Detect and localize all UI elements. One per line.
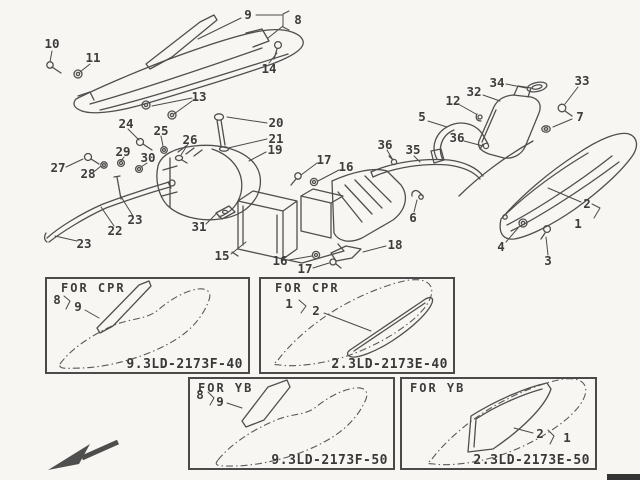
callout-14: 14	[261, 60, 277, 76]
callout-9: 9	[216, 393, 224, 409]
callout-25: 25	[153, 122, 169, 138]
callout-28: 28	[80, 165, 96, 181]
inset-box-cpr-trim: FOR CPR 2.3LD-2173E-40	[259, 277, 455, 374]
seat-cowl-drawing	[74, 29, 303, 113]
callout-35: 35	[405, 141, 421, 157]
callout-36: 36	[449, 129, 465, 145]
callout-16: 16	[338, 158, 354, 174]
callout-3: 3	[544, 252, 552, 268]
side-cover-drawing	[459, 133, 636, 239]
breather-hose-drawing	[45, 176, 175, 242]
front-direction-arrow-icon	[48, 442, 118, 470]
inset-box-yb-cover: FOR YB 9.3LD-2173F-50	[188, 377, 395, 470]
leader-lines	[50, 11, 600, 444]
inset-title: FOR CPR	[275, 281, 340, 295]
callout-20: 20	[268, 114, 284, 130]
callout-1: 1	[563, 429, 571, 445]
callout-26: 26	[182, 131, 198, 147]
fuel-tank-drawing	[157, 114, 261, 220]
callout-2: 2	[312, 302, 320, 318]
inset-cpr-cover-drawing	[60, 281, 210, 368]
callout-8: 8	[53, 291, 61, 307]
callout-18: 18	[387, 236, 403, 252]
callout-30: 30	[140, 149, 156, 165]
emblem-drawing	[146, 15, 217, 69]
callout-8: 8	[196, 386, 204, 402]
callout-31: 31	[191, 218, 207, 234]
callout-21: 21	[268, 130, 284, 146]
callout-34: 34	[489, 74, 505, 90]
inset-yb-trim-drawing	[428, 379, 586, 465]
callout-13: 13	[191, 88, 207, 104]
callout-19: 19	[267, 141, 283, 157]
hose-drawing	[371, 123, 488, 179]
callout-17: 17	[316, 151, 332, 167]
inset-part-number: 9.3LD-2173F-50	[271, 453, 388, 468]
callout-32: 32	[466, 83, 482, 99]
callout-17: 17	[297, 260, 313, 276]
callout-23: 23	[76, 235, 92, 251]
inset-yb-cover-drawing	[216, 380, 367, 466]
inset-box-cpr-cover: FOR CPR 9.3LD-2173F-40	[45, 277, 250, 374]
callout-22: 22	[107, 222, 123, 238]
callout-16: 16	[272, 252, 288, 268]
inset-part-number: 2.3LD-2173E-40	[331, 357, 448, 372]
callout-7: 7	[576, 108, 584, 124]
inset-part-number: 2.3LD-2173E-50	[473, 453, 590, 468]
callout-9: 9	[74, 298, 82, 314]
callout-12: 12	[445, 92, 461, 108]
callout-29: 29	[115, 143, 131, 159]
callout-24: 24	[118, 115, 134, 131]
callout-9: 9	[244, 6, 252, 22]
callout-27: 27	[50, 159, 66, 175]
callout-2: 2	[536, 425, 544, 441]
inset-box-yb-trim: FOR YB 2.3LD-2173E-50	[400, 377, 597, 470]
inset-title: FOR CPR	[61, 281, 126, 295]
battery-box-drawing	[232, 170, 423, 268]
callout-36: 36	[377, 136, 393, 152]
callout-1: 1	[574, 215, 582, 231]
inset-part-number: 9.3LD-2173F-40	[126, 357, 243, 372]
callout-8: 8	[294, 11, 302, 27]
callout-10: 10	[44, 35, 60, 51]
cowl-fasteners-drawing	[47, 42, 282, 119]
callout-23: 23	[127, 211, 143, 227]
inset-cpr-trim-drawing	[274, 280, 433, 366]
tank-fasteners-drawing	[85, 139, 188, 173]
callout-33: 33	[574, 72, 590, 88]
callout-2: 2	[583, 195, 591, 211]
callout-4: 4	[497, 238, 505, 254]
callout-6: 6	[409, 209, 417, 225]
callout-15: 15	[214, 247, 230, 263]
inset-title: FOR YB	[198, 381, 254, 395]
callout-11: 11	[85, 49, 101, 65]
inset-title: FOR YB	[410, 381, 466, 395]
scan-artifact	[607, 474, 640, 480]
callout-5: 5	[418, 108, 426, 124]
callout-1: 1	[285, 295, 293, 311]
